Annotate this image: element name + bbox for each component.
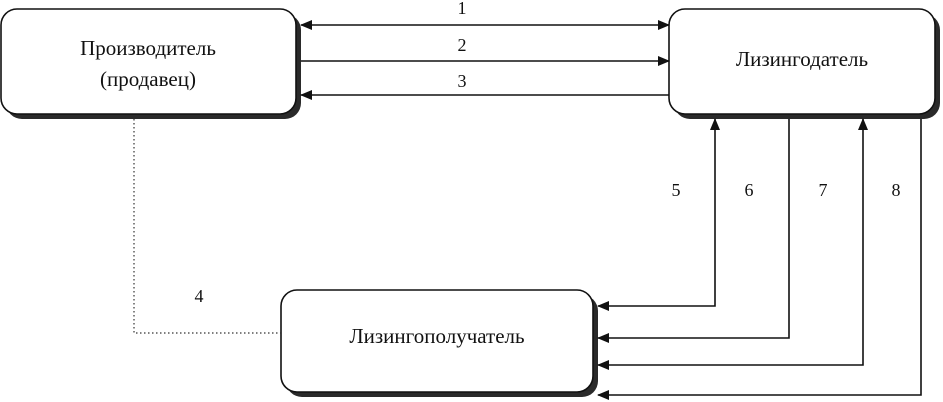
flow-7-label: 7 xyxy=(819,180,828,200)
lessee-node-box xyxy=(280,289,594,393)
flow-5-arrow xyxy=(597,118,720,311)
producer-node: Производитель (продавец) xyxy=(0,8,301,119)
producer-label-line1: Производитель xyxy=(80,36,216,60)
flow-3-label: 3 xyxy=(458,71,467,91)
flow-8-label: 8 xyxy=(892,180,901,200)
flow-5-label: 5 xyxy=(672,180,681,200)
lessee-node: Лизингополучатель xyxy=(280,289,598,397)
lessee-label: Лизингополучатель xyxy=(349,324,524,348)
producer-node-box xyxy=(0,8,297,115)
lessor-label: Лизингодатель xyxy=(736,47,868,71)
producer-label-line2: (продавец) xyxy=(100,67,196,91)
lessor-node: Лизингодатель xyxy=(668,8,940,119)
flow-7-arrow xyxy=(597,118,868,370)
flow-1-label: 1 xyxy=(458,0,467,18)
flow-4-label: 4 xyxy=(195,286,204,306)
flow-6-label: 6 xyxy=(745,180,754,200)
flow-6-arrow xyxy=(597,119,790,343)
flow-4-dotted-line xyxy=(133,119,281,334)
flow-2-label: 2 xyxy=(458,35,467,55)
flow-8-arrow xyxy=(597,119,922,400)
